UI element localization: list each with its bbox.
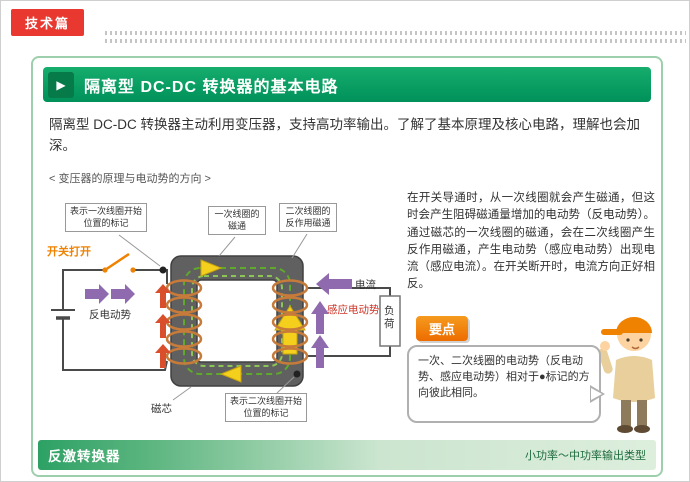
flux-arrow-bottom <box>219 365 242 383</box>
transformer-diagram: 表示一次线圈开始位置的标记 一次线圈的磁通 二次线圈的反作用磁通 表示二次线圈开… <box>39 188 403 438</box>
winding-start-dot-primary <box>159 266 167 274</box>
current-label: 电流 <box>355 279 376 291</box>
power-switch <box>102 252 136 273</box>
core-window <box>196 279 278 363</box>
load-label: 负荷 <box>384 305 395 331</box>
induced-emf-label: 感应电动势 <box>327 304 380 316</box>
circuit-svg <box>51 233 401 401</box>
point-badge: 要点 <box>416 316 469 341</box>
current-arrow <box>316 273 352 295</box>
footer-subtitle: 小功率～中功率输出类型 <box>525 450 646 462</box>
callout-secondary-counter-flux: 二次线圈的反作用磁通 <box>279 203 337 233</box>
callout-primary-flux: 一次线圈的磁通 <box>208 206 266 236</box>
switch-blade <box>104 252 130 272</box>
raised-arm <box>598 341 613 374</box>
primary-coil <box>165 279 203 365</box>
secondary-coil <box>271 279 309 365</box>
cap-icon <box>616 317 652 333</box>
back-emf-label: 反电动势 <box>89 309 131 321</box>
footer-bar: 反激转换器 小功率～中功率输出类型 <box>38 440 656 470</box>
flux-arrow-top <box>200 259 223 277</box>
dotted-pattern <box>105 31 686 44</box>
content-card: ▶ 隔离型 DC-DC 转换器的基本电路 隔离型 DC-DC 转换器主动利用变压… <box>31 56 663 477</box>
battery-symbol <box>51 309 75 320</box>
intro-text: 隔离型 DC-DC 转换器主动利用变压器，支持高功率输出。了解了基本原理及核心电… <box>49 117 640 153</box>
leg-left <box>621 400 631 426</box>
core-label: 磁芯 <box>151 403 172 415</box>
cap-brim <box>601 329 623 335</box>
back-emf-arrows <box>85 284 135 304</box>
switch-open-label: 开关打开 <box>47 246 91 258</box>
bubble-text: 一次、二次线圈的电动势（反电动势、感应电动势）相对于●标记的方向彼此相同。 <box>418 355 590 399</box>
mouth <box>631 346 640 350</box>
section-title: 隔离型 DC-DC 转换器的基本电路 <box>84 78 339 96</box>
top-badge: 技术篇 <box>11 9 85 36</box>
speech-bubble: 一次、二次线圈的电动势（反电动势、感应电动势）相对于●标记的方向彼此相同。 <box>407 345 605 423</box>
footer-section-title: 反激转换器 <box>48 449 121 464</box>
shoe-right <box>634 425 650 433</box>
eye-left <box>626 338 630 342</box>
load-box <box>379 295 401 347</box>
leg-right <box>637 400 647 426</box>
back-emf-coil-arrows <box>155 284 171 368</box>
shoe-left <box>617 425 633 433</box>
explanation-text: 在开关导通时，从一次线圈就会产生磁通，但这时会产生阻碍磁通量增加的电动势（反电动… <box>407 192 655 291</box>
body <box>613 356 655 402</box>
induced-emf-arrows <box>311 301 329 368</box>
winding-start-dot-secondary <box>293 370 301 378</box>
play-icon: ▶ <box>48 71 74 98</box>
character-illustration <box>598 302 669 438</box>
callout-secondary-start-mark: 表示二次线圈开始位置的标记 <box>225 393 307 423</box>
eye-right <box>639 338 643 342</box>
callout-primary-start-mark: 表示一次线圈开始位置的标记 <box>65 203 147 233</box>
diagram-caption: < 变压器的原理与电动势的方向 > <box>49 173 211 185</box>
leader-lines <box>118 233 308 401</box>
section-header: ▶ 隔离型 DC-DC 转换器的基本电路 <box>43 67 651 102</box>
